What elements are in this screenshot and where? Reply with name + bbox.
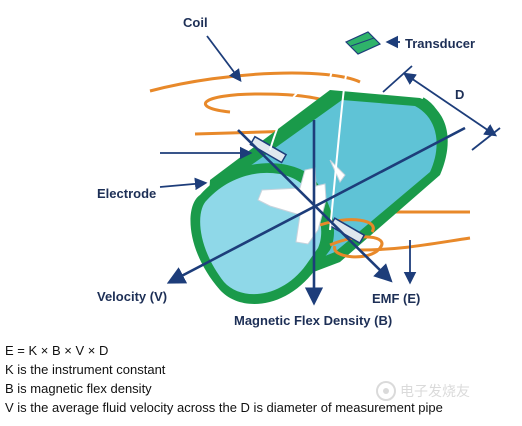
flux-density-label: Magnetic Flex Density (B) [234,313,393,328]
transducer-wires [269,50,361,231]
flowmeter-diagram [149,31,501,306]
transducer-label: Transducer [405,36,476,51]
coil-label: Coil [183,15,208,30]
formula-b-definition: B is magnetic flex density [5,381,152,396]
diameter-dimension [382,65,501,151]
electrode-label: Electrode [97,186,157,201]
formula-block: E = K × B × V × D K is the instrument co… [5,341,520,417]
diameter-label: D [455,87,465,102]
velocity-axis [166,126,466,284]
leader-arrows [159,35,417,285]
velocity-label: Velocity (V) [97,289,168,304]
emf-label: EMF (E) [372,291,421,306]
formula-equation: E = K × B × V × D [5,343,109,358]
transducer-icon [344,31,382,55]
watermark-text: 电子发烧友 [400,384,470,400]
formula-k-definition: K is the instrument constant [5,362,166,377]
watermark-logo: 电子发烧友 [376,381,470,401]
formula-v-definition: V is the average fluid velocity across t… [5,400,443,415]
axis-lines [166,120,466,306]
